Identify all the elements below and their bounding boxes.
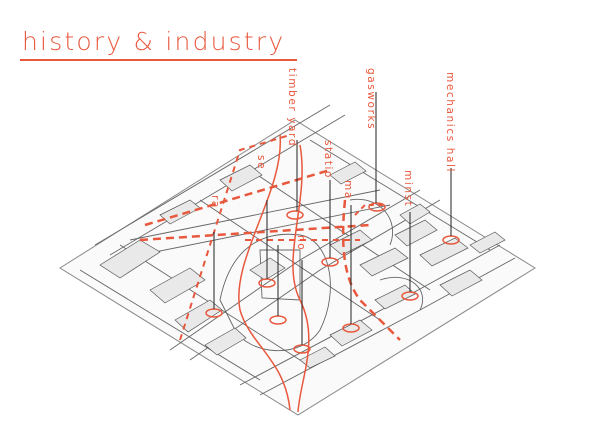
label-timber-yard: timber yard <box>286 68 298 147</box>
map-boundary <box>59 119 536 416</box>
page-title: history & industry <box>22 27 286 56</box>
label-c: ra <box>209 195 221 209</box>
building-blocks <box>99 161 506 369</box>
marker-timber-yard <box>286 210 304 220</box>
historic-routes <box>139 134 401 413</box>
label-a: se <box>255 155 267 170</box>
label-gasworks: gasworks <box>365 68 377 130</box>
title-underline <box>20 59 297 61</box>
marker-gasworks <box>368 202 386 212</box>
label-d: ho <box>295 235 307 251</box>
label-b: ma <box>342 180 354 200</box>
leader-lines <box>213 92 452 345</box>
label-minster: minst <box>402 170 414 207</box>
site-labels: timber yard gasworks mechanics hall mins… <box>209 68 456 251</box>
label-mechanics-hall: mechanics hall <box>444 72 456 173</box>
label-station: statio <box>322 140 334 179</box>
